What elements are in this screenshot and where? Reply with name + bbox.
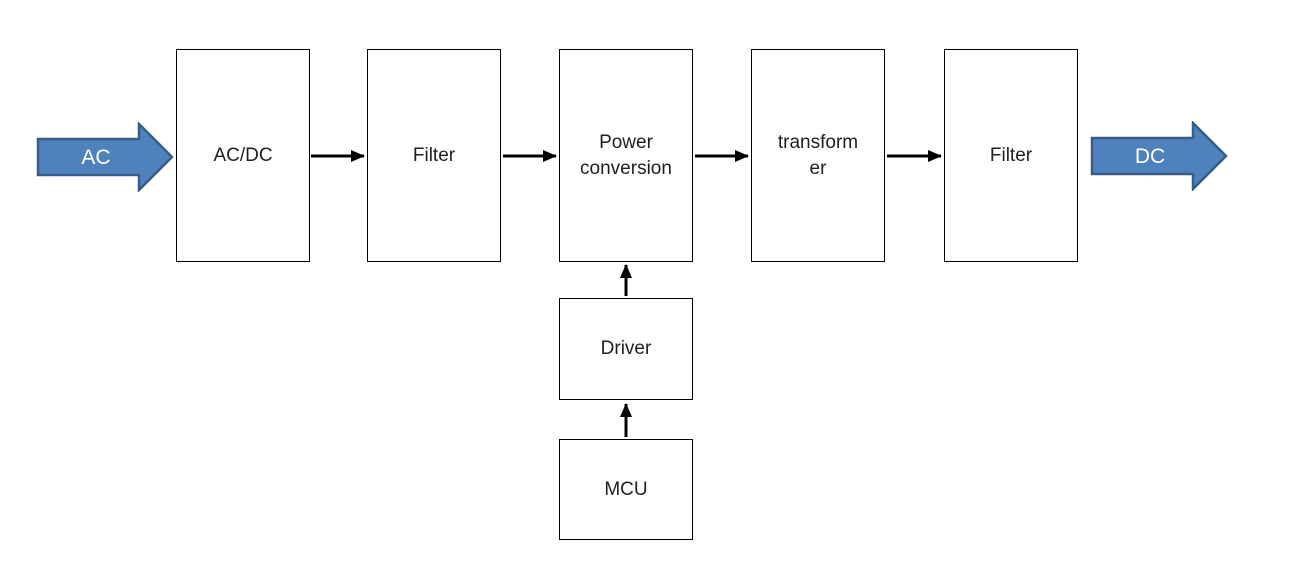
block-ac-dc: AC/DC: [176, 49, 310, 262]
block-power-conversion-label: Power conversion: [580, 131, 672, 179]
block-filter-output-label: Filter: [989, 144, 1033, 166]
block-transformer-label: transform er: [777, 131, 859, 179]
block-transformer: transform er: [751, 49, 885, 262]
ac-arrow-shape: [36, 122, 174, 192]
block-power-conversion: Power conversion: [559, 49, 693, 262]
block-driver-label: Driver: [600, 338, 652, 360]
block-filter-input: Filter: [367, 49, 501, 262]
block-driver: Driver: [559, 298, 693, 400]
block-filter-input-label: Filter: [412, 144, 456, 166]
block-mcu-label: MCU: [604, 478, 648, 500]
block-filter-output: Filter: [944, 49, 1078, 262]
ac-input-arrow: AC: [36, 122, 174, 192]
dc-output-arrow: DC: [1090, 121, 1228, 191]
ac-arrow-label: AC: [81, 146, 110, 169]
dc-arrow-shape: [1090, 121, 1228, 191]
dc-arrow-label: DC: [1135, 145, 1165, 168]
block-ac-dc-label: AC/DC: [213, 144, 273, 166]
block-mcu: MCU: [559, 439, 693, 540]
